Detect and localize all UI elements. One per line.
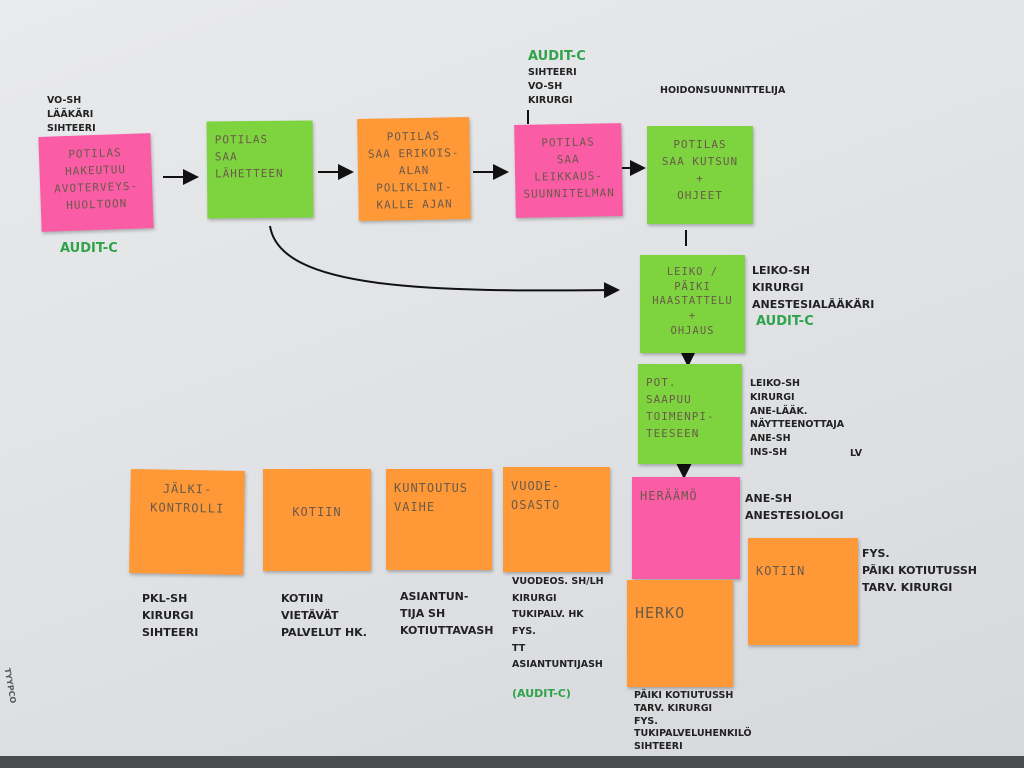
label-kotiin2-roles: Fys. Päiki kotiutusSH Tarv. kirurgi [862,545,977,596]
note-vuodeosasto: Vuode- osasto [503,467,610,572]
label-jalki-roles: PKL-SH Kirurgi Sihteeri [142,590,198,641]
label-audit-leiko: AUDIT-C [756,313,814,332]
note-pot-saapuu: Pot. saapuu toimenpi- teeseen [638,364,742,464]
note-potilas-saa-lahetteen: Potilas saa lähetteen [207,121,314,219]
note-potilas-erikoisala: Potilas saa erikois- alan poliklini- kal… [357,117,471,221]
note-potilas-kutsu: Potilas saa kutsun + ohjeet [647,126,753,224]
note-herko: Herko [627,580,733,687]
note-heraamo: Heräämö [632,477,740,579]
label-heraamo-roles: Ane-SH Anestesiologi [745,490,844,524]
label-hoidonsuunnittelija: Hoidonsuunnittelija [660,84,785,98]
note-jalkikontrolli: Jälki- kontrolli [129,469,245,575]
note-potilas-hakeutuu: Potilas hakeutuu avoterveys- huoltoon [38,133,153,232]
label-audit-left: AUDIT-C [60,240,118,259]
note-leiko-haastattelu: Leiko / päiki haastattelu + ohjaus [640,255,745,353]
curved-arrow [270,226,616,290]
note-kuntoutusvaihe: Kuntoutus vaihe [386,469,492,570]
label-herko-roles: Päiki kotiutusSH Tarv. kirurgi Fys. Tuki… [634,690,752,754]
label-lv: LV [850,447,862,461]
label-saapuu-roles: Leiko-SH Kirurgi Ane-lääk. Näytteenottaj… [750,377,844,460]
label-top-left-roles: VO-SH Lääkäri Sihteeri [47,94,96,135]
label-vuode-roles: Vuodeos. SH/LH Kirurgi Tukipalv. HK Fys.… [512,574,604,674]
board-bottom-edge [0,756,1024,768]
note-kotiin-2: Kotiin [748,538,858,645]
label-kotiin1-roles: Kotiin vietävät palvelut HK. [281,590,367,641]
label-audit-vuode: (AUDIT-C) [512,686,571,702]
note-kotiin-1: Kotiin [263,469,371,571]
label-leiko-roles: Leiko-SH Kirurgi Anestesialääkäri [752,262,874,313]
label-audit-top: AUDIT-C [528,48,586,67]
label-top-mid-roles: Sihteeri VO-SH Kirurgi [528,66,577,107]
label-kuntoutus-roles: Asiantun- tija SH KotiuttavaSH [400,588,494,639]
note-potilas-leikkaussuunnitelma: Potilas saa leikkaus- suunnitelman [514,123,623,218]
